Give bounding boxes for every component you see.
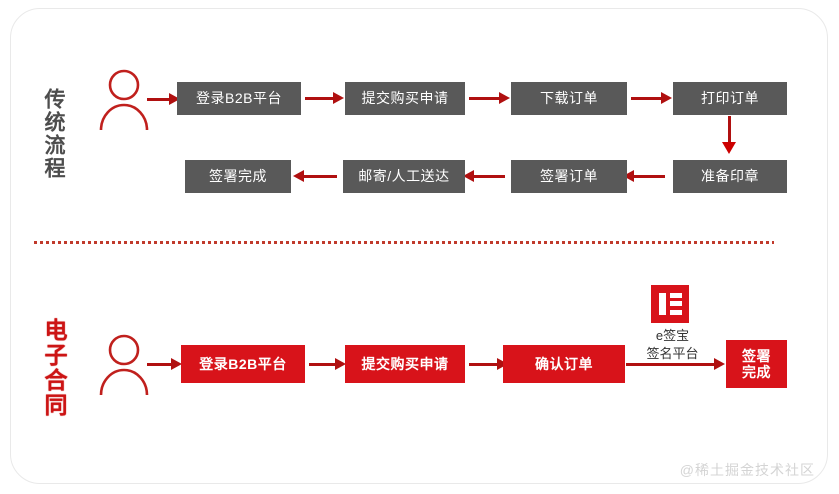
node-traditional-sign-order[interactable]: 签署订单 xyxy=(511,160,627,193)
node-traditional-prepare-seal[interactable]: 准备印章 xyxy=(673,160,787,193)
person-icon xyxy=(99,69,149,130)
node-traditional-login[interactable]: 登录B2B平台 xyxy=(177,82,301,115)
section-label-econtract: 电子合同 xyxy=(41,318,67,418)
section-divider xyxy=(34,241,774,244)
node-traditional-submit-request[interactable]: 提交购买申请 xyxy=(345,82,465,115)
esign-logo-bar-3 xyxy=(670,310,682,315)
watermark: @稀土掘金技术社区 xyxy=(679,462,815,478)
node-traditional-print-order[interactable]: 打印订单 xyxy=(673,82,787,115)
node-traditional-mail-delivery[interactable]: 邮寄/人工送达 xyxy=(343,160,465,193)
esign-caption-line2: 签名平台 xyxy=(646,345,699,361)
esign-caption-line1: e签宝 xyxy=(655,328,690,343)
node-econtract-submit-request[interactable]: 提交购买申请 xyxy=(345,345,465,383)
esign-logo-bar-2 xyxy=(670,301,682,306)
node-traditional-download-order[interactable]: 下载订单 xyxy=(511,82,627,115)
node-econtract-confirm-order[interactable]: 确认订单 xyxy=(503,345,625,383)
person-icon xyxy=(99,334,149,395)
node-econtract-sign-complete[interactable]: 签署 完成 xyxy=(726,340,787,388)
node-traditional-sign-complete[interactable]: 签署完成 xyxy=(185,160,291,193)
esign-caption: e签宝 签名平台 xyxy=(620,327,725,362)
esign-logo-vertical-bar xyxy=(659,293,666,315)
section-label-traditional: 传统流程 xyxy=(42,88,65,180)
esign-logo xyxy=(651,285,689,323)
node-econtract-login[interactable]: 登录B2B平台 xyxy=(181,345,305,383)
esign-logo-bar-1 xyxy=(670,293,682,298)
